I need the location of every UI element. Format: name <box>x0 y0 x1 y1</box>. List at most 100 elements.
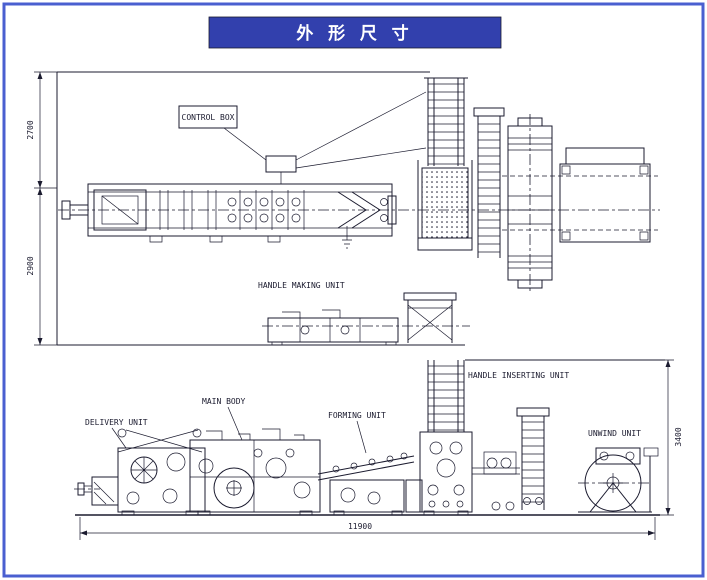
control-box-leader-lines <box>223 91 427 169</box>
main-body-rollers <box>198 448 311 499</box>
feeder-tower-rungs <box>522 421 544 503</box>
unwind-unit-label: UNWIND UNIT <box>588 429 641 438</box>
main-drum-cross <box>226 480 242 496</box>
elevator-tower-plan <box>417 77 473 251</box>
gearbox-inner <box>101 195 139 225</box>
height-extension-lines <box>660 359 674 516</box>
unwind-upper-frame <box>595 447 641 465</box>
delivery-arms <box>117 429 203 453</box>
machine-outline <box>87 183 393 237</box>
inserting-tower-rails <box>427 360 465 432</box>
main-body-top-cams <box>190 428 320 512</box>
feeder-tower-rollers <box>523 497 543 505</box>
handle-frame-cap <box>403 292 457 301</box>
control-box: CONTROL BOX <box>178 91 427 184</box>
delivery-motor-hatch <box>84 481 115 505</box>
main-body-feet <box>197 510 313 516</box>
main-drum <box>213 467 255 509</box>
gearbox-diagonal <box>101 195 139 225</box>
inserting-rollers <box>427 441 465 508</box>
dim-2900-label: 2900 <box>26 256 35 275</box>
page-title: 外 形 尺 寸 <box>296 23 413 43</box>
title-banner: 外 形 尺 寸 <box>208 16 502 49</box>
forming-feet <box>333 510 403 516</box>
unwind-guide-rollers <box>599 451 635 461</box>
plan-left-dimension: 2700 2900 <box>26 71 57 346</box>
machine-base-pads <box>149 235 281 243</box>
feeder-rungs <box>478 123 500 253</box>
dim-extension-lines <box>34 71 57 346</box>
feeder-tower-plan <box>473 107 505 258</box>
feeder-cap <box>473 107 505 117</box>
handle-inserting-unit-label: HANDLE INSERTING UNIT <box>468 371 569 380</box>
hopper-block <box>421 167 469 239</box>
end-plate <box>387 195 397 225</box>
unwind-top-beam <box>565 147 645 165</box>
web-path-dashed <box>502 175 658 231</box>
handle-frame-posts <box>407 300 453 343</box>
former-chevrons <box>337 191 381 229</box>
delivery-coupling <box>77 482 85 496</box>
delivery-unit: DELIVERY UNIT <box>74 418 206 516</box>
main-body-leader <box>227 406 243 441</box>
dim-3400-label: 3400 <box>674 427 683 446</box>
delivery-leader <box>111 427 127 449</box>
main-body-frame <box>189 439 321 513</box>
drive-shaft <box>70 204 88 216</box>
unwind-stand-plan <box>502 147 658 243</box>
web-guide-rollers <box>486 457 515 511</box>
handle-making-body <box>267 317 399 343</box>
tower-rails <box>424 77 468 166</box>
feeder-tower-cap <box>516 407 550 417</box>
dim-2700-label: 2700 <box>26 120 35 139</box>
control-box-outline <box>178 105 238 129</box>
main-body-label: MAIN BODY <box>202 397 246 406</box>
forming-unit: FORMING UNIT <box>317 411 423 516</box>
dim-11900-label: 11900 <box>348 522 372 531</box>
delivery-star-spokes <box>131 457 157 483</box>
handle-frame-braces <box>407 304 453 341</box>
forming-leader <box>356 420 367 454</box>
forming-rollers-plan <box>227 197 301 223</box>
forming-stand <box>405 479 423 513</box>
tower-rungs <box>428 83 464 165</box>
delivery-unit-label: DELIVERY UNIT <box>85 418 148 427</box>
web-guide-frame <box>483 451 517 475</box>
handle-inserting-unit: HANDLE INSERTING UNIT <box>419 360 569 516</box>
shaft-coupling <box>61 200 71 220</box>
web-lines <box>472 467 520 475</box>
plan-boundary-lines <box>56 71 465 346</box>
delivery-motor <box>91 476 119 506</box>
feeder-tower-elevation <box>516 407 550 510</box>
handle-making-feet <box>271 341 397 346</box>
height-dimension: 3400 <box>660 359 683 516</box>
unwind-outline <box>559 163 651 243</box>
forming-unit-label: FORMING UNIT <box>328 411 386 420</box>
inserting-feet <box>423 510 469 516</box>
handle-making-elevation: HANDLE MAKING UNIT <box>258 281 470 346</box>
gearbox-outline <box>93 189 147 231</box>
forming-table <box>317 455 415 481</box>
big-disc-plan <box>507 114 553 292</box>
length-extension-lines <box>79 517 656 540</box>
forming-body-rollers <box>340 487 381 505</box>
inserting-body <box>419 431 473 513</box>
unwind-corner-pads <box>561 165 649 241</box>
delivery-rollers <box>117 428 202 505</box>
elevation-view: 11900 3400 DELIVERY UNIT MAIN BODY <box>74 359 683 540</box>
main-machine-plan <box>61 183 397 249</box>
handle-making-unit-label: HANDLE MAKING UNIT <box>258 281 345 290</box>
inserting-tower-rungs <box>428 365 464 431</box>
hopper-base <box>417 237 473 251</box>
forming-body <box>329 479 405 513</box>
forming-table-rollers <box>332 452 408 473</box>
hopper-side-rails <box>417 160 473 246</box>
handle-making-rollers <box>300 325 350 335</box>
plan-view: 2700 2900 CONTROL BOX <box>26 71 660 346</box>
length-dimension: 11900 <box>79 517 656 540</box>
pendant-box <box>265 155 297 173</box>
control-box-label: CONTROL BOX <box>182 113 235 122</box>
